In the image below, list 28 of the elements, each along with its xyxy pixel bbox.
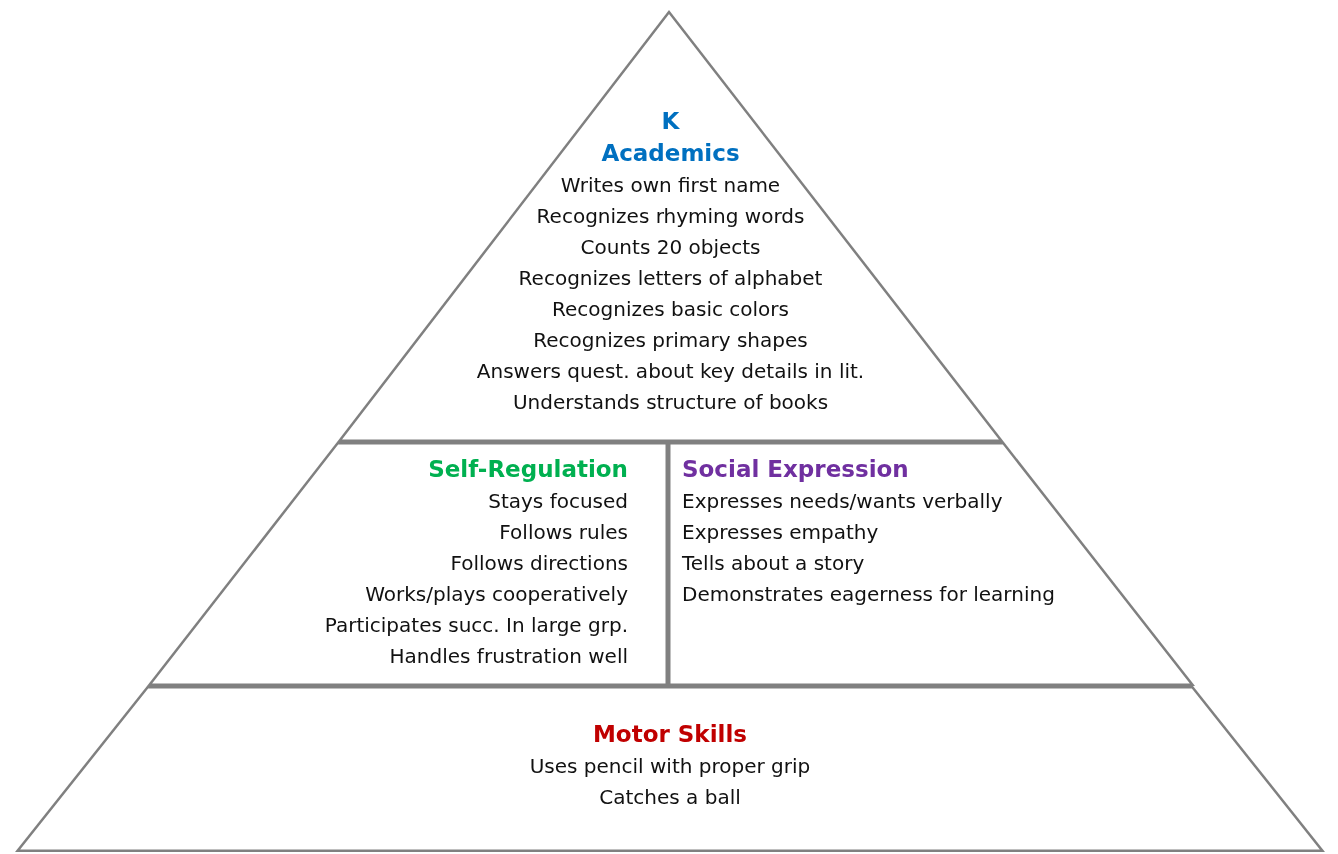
pyramid-tier <box>15 686 1325 852</box>
tier-heading: Motor Skills <box>592 721 747 747</box>
tier-heading: K <box>661 108 680 134</box>
skill-item: Expresses empathy <box>682 520 879 544</box>
skill-item: Expresses needs/wants verbally <box>682 489 1003 513</box>
skill-item: Understands structure of books <box>512 390 829 414</box>
skill-item: Works/plays cooperatively <box>365 582 628 606</box>
pyramid-tier <box>668 442 1195 686</box>
skill-item: Follows directions <box>450 551 628 575</box>
skill-item: Recognizes primary shapes <box>533 328 808 352</box>
skill-item: Tells about a story <box>682 551 865 575</box>
tier-heading: Self-Regulation <box>428 456 628 482</box>
skill-item: Recognizes rhyming words <box>536 204 805 228</box>
skill-item: Stays focused <box>488 489 628 513</box>
skill-item: Answers quest. about key details in lit. <box>476 359 865 383</box>
tier-heading: Academics <box>601 140 740 166</box>
skill-item: Recognizes basic colors <box>552 297 789 321</box>
tier-heading: Social Expression <box>682 456 909 482</box>
skill-item: Follows rules <box>499 520 628 544</box>
skill-item: Uses pencil with proper grip <box>529 754 811 778</box>
skill-item: Counts 20 objects <box>580 235 761 259</box>
skill-item: Participates succ. In large grp. <box>324 613 628 637</box>
skill-item: Demonstrates eagerness for learning <box>682 582 1055 606</box>
skill-item: Catches a ball <box>599 785 741 809</box>
pyramid-tier <box>147 442 668 686</box>
skill-item: Recognizes letters of alphabet <box>518 266 823 290</box>
skill-item: Handles frustration well <box>389 644 628 668</box>
skill-item: Writes own first name <box>560 173 781 197</box>
